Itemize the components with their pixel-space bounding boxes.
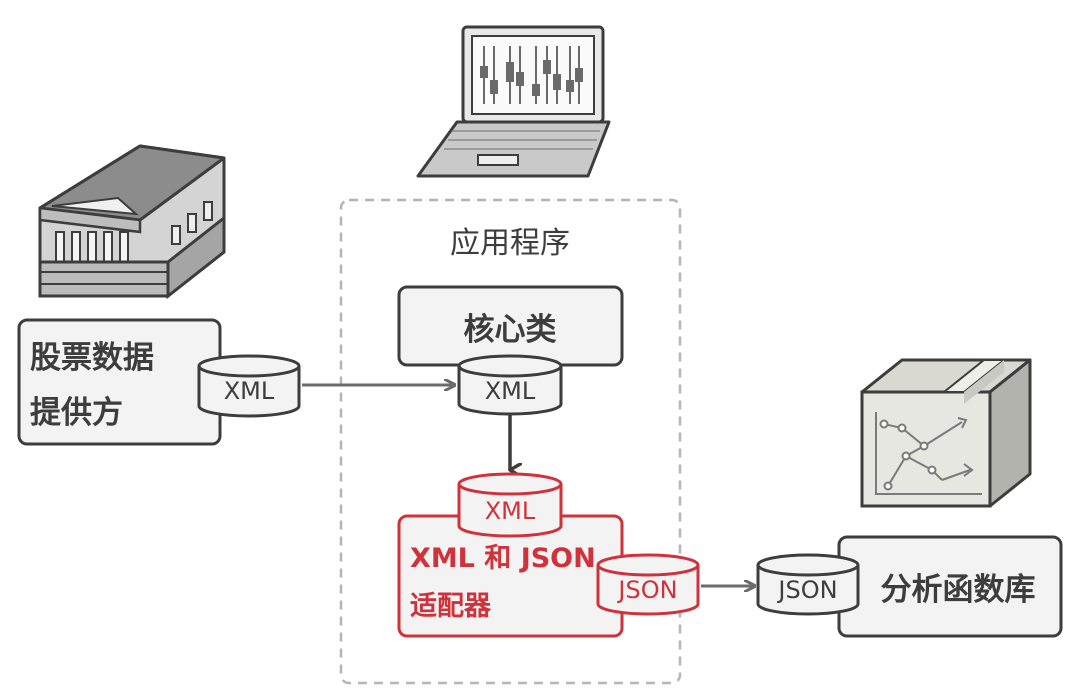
xml-data-cylinder-adapter: XML xyxy=(457,472,563,538)
core-class-label: 核心类 xyxy=(464,312,557,348)
analytics-library-box: 分析函数库 xyxy=(837,535,1063,638)
application-container: 应用程序 xyxy=(339,198,682,685)
core-class-box: 核心类 xyxy=(397,285,624,367)
stock-provider-label-line1: 股票数据 xyxy=(30,340,154,376)
json-data-cylinder-analytics: JSON xyxy=(756,553,860,616)
xml-format-label: XML xyxy=(224,377,275,405)
adapter-label-line2: 适配器 xyxy=(410,591,492,622)
xml-data-cylinder-provider: XML xyxy=(197,354,301,418)
xml-json-adapter-box: XML 和 JSON 适配器 xyxy=(397,514,624,638)
stock-provider-label-line2: 提供方 xyxy=(30,395,123,431)
analytics-library-label: 分析函数库 xyxy=(881,572,1036,608)
json-data-cylinder-adapter: JSON xyxy=(596,553,700,616)
xml-format-label: XML xyxy=(485,497,536,525)
json-format-label: JSON xyxy=(776,576,837,604)
adapter-label-line1: XML 和 JSON xyxy=(410,543,596,574)
laptop-icon xyxy=(416,25,611,178)
analytics-package-icon xyxy=(860,358,1032,508)
stock-data-provider-box: 股票数据 提供方 xyxy=(17,318,222,446)
xml-data-cylinder-core: XML xyxy=(457,354,563,416)
xml-format-label: XML xyxy=(485,377,536,405)
json-format-label: JSON xyxy=(616,576,677,604)
bank-building-icon xyxy=(38,144,226,300)
application-label: 应用程序 xyxy=(450,226,570,261)
